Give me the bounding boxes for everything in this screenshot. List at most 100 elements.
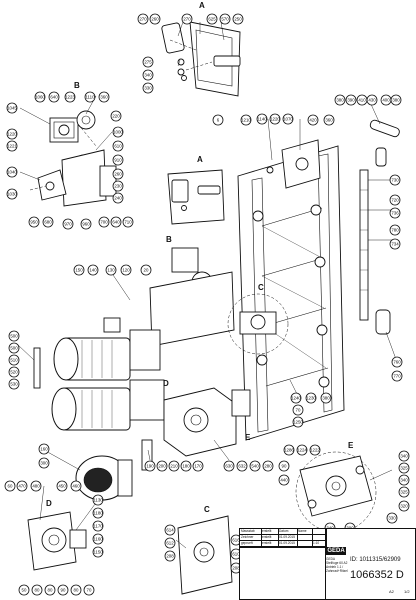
svg-text:360: 360: [100, 95, 108, 100]
detail-view-a-top: A: [161, 1, 241, 97]
callout: 220: [110, 110, 122, 122]
callout: 420: [13, 379, 15, 381]
svg-text:440: 440: [280, 478, 288, 483]
callout: 500: [8, 342, 20, 354]
svg-text:360: 360: [325, 118, 333, 123]
tb-cell: Massstab: [240, 529, 262, 535]
callout: 450: [56, 480, 68, 492]
callout: 280: [262, 460, 274, 472]
svg-text:6: 6: [217, 118, 220, 123]
callout: 150: [73, 264, 85, 276]
title-block: Massstab erstellt Datum Name Zeichner er…: [239, 528, 416, 600]
detail-view-b-middle: B: [149, 235, 235, 347]
view-label-c-middle: C: [258, 283, 264, 292]
callout: 330: [386, 512, 398, 524]
callout: 250: [232, 13, 244, 25]
callout: 960: [80, 218, 92, 230]
svg-text:1180: 1180: [93, 511, 103, 516]
view-c-circle: [227, 293, 289, 355]
tb-cell: erstellt: [261, 529, 279, 535]
svg-text:1030: 1030: [7, 192, 17, 197]
svg-text:625: 625: [208, 17, 216, 22]
callouts: 270 260 270 625 570 250 275 340 330 1060…: [4, 13, 410, 596]
mast-frame: [237, 119, 400, 441]
svg-text:450: 450: [58, 484, 66, 489]
callout: 1230: [305, 392, 316, 404]
svg-text:280: 280: [264, 464, 272, 469]
view-label-d-lower: D: [46, 499, 52, 508]
svg-text:1070: 1070: [283, 117, 293, 122]
callout: 380: [390, 94, 402, 106]
detail-view-a-middle: A: [167, 155, 225, 225]
callout: 1210: [240, 114, 251, 126]
svg-text:390: 390: [347, 98, 355, 103]
cross-member-2: [261, 257, 325, 277]
view-label-c-lower: C: [204, 505, 210, 514]
callout: 640: [110, 216, 122, 228]
roller-right-3: [316, 324, 328, 336]
callout: 1000: [112, 126, 123, 138]
callout: 1286: [283, 444, 294, 456]
motor-upper-endcap: [53, 337, 79, 381]
svg-text:1040: 1040: [7, 170, 17, 175]
pin-housing: [375, 147, 387, 167]
callout: 736: [389, 207, 401, 219]
roller-left-1: [252, 210, 264, 222]
svg-text:910: 910: [114, 158, 122, 163]
view-label-d-middle: D: [163, 379, 169, 388]
svg-text:80: 80: [74, 588, 79, 593]
svg-text:380: 380: [336, 98, 344, 103]
svg-text:970: 970: [64, 222, 72, 227]
brake-drum-inner: [83, 467, 113, 493]
tb-cell: [297, 535, 313, 541]
callout: 720: [389, 194, 401, 206]
svg-text:340: 340: [400, 454, 408, 459]
callout: 470: [16, 480, 28, 492]
gear-rack: [359, 169, 369, 321]
worm-gearbox: [163, 387, 251, 457]
tb-cell: 01.09.2015: [278, 541, 298, 547]
callout: 625: [206, 13, 218, 25]
callout: 340: [398, 474, 410, 486]
callout: 330: [142, 82, 154, 94]
callout: 760: [391, 356, 403, 368]
drawing-number: 1066352 D: [350, 569, 404, 581]
detail-view-d: D: [27, 499, 87, 571]
callout: 120: [120, 264, 132, 276]
callout: 140: [87, 264, 99, 276]
tb-id-label: ID:: [350, 557, 358, 563]
tb-id: ID: 1011315/62909: [350, 557, 401, 563]
tb-cell: 01.09.2015: [278, 535, 298, 541]
svg-text:90: 90: [282, 464, 287, 469]
svg-text:380: 380: [392, 98, 400, 103]
callout: 400: [380, 94, 392, 106]
view-label-b-upper: B: [74, 81, 80, 90]
lever-pivot-b: [45, 181, 55, 191]
tb-cell: erstellt: [261, 541, 279, 547]
svg-text:530: 530: [10, 382, 18, 387]
callout: 770: [391, 370, 403, 382]
svg-text:220: 220: [112, 114, 120, 119]
svg-text:520: 520: [10, 370, 18, 375]
svg-text:160: 160: [40, 447, 48, 452]
svg-text:1060: 1060: [35, 95, 45, 100]
callout: 500: [8, 330, 20, 342]
bolt-e1: [307, 499, 317, 509]
svg-text:208: 208: [232, 566, 240, 571]
svg-text:640: 640: [112, 220, 120, 225]
spur-gear-b: [76, 110, 96, 130]
callout: 6: [212, 114, 224, 126]
callout: 130: [105, 264, 117, 276]
callout: 300: [38, 457, 50, 469]
shaft-d: [69, 529, 87, 549]
svg-text:275: 275: [144, 60, 152, 65]
svg-text:1220: 1220: [270, 117, 280, 122]
callout: 730: [389, 174, 401, 186]
gear-hub-b: [58, 124, 70, 136]
tb-cell: Datum: [278, 529, 298, 535]
nut-a1: [181, 75, 187, 81]
callout: 1221: [6, 140, 17, 152]
svg-text:960: 960: [82, 222, 90, 227]
side-bracket-b: [99, 165, 117, 197]
tb-cell: [312, 529, 327, 535]
